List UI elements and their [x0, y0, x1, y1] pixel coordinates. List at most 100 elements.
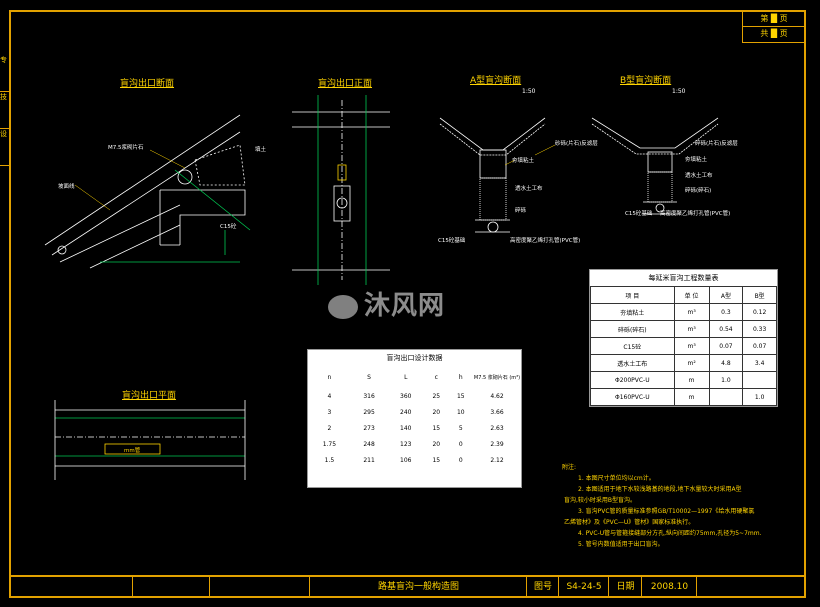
outlet-plan-drawing [54, 400, 246, 480]
cell: m³ [673, 320, 710, 338]
cell: 1.75 [322, 440, 337, 448]
label-b-clay: 夯填粘土 [685, 157, 708, 163]
cell: 碎砾(碎石) [590, 320, 675, 338]
date-value: 2008.10 [641, 577, 697, 598]
qty-header-item: 项 目 [590, 286, 675, 304]
cell: 0.07 [742, 337, 777, 355]
title-block: 路基盲沟一般构造图 图号 S4-24-5 日期 2008.10 [9, 575, 806, 600]
title-outlet-front: 盲沟出口正面 [318, 79, 373, 89]
design-table-title: 盲沟出口设计数据 [386, 354, 443, 362]
cell: 2.63 [490, 424, 504, 432]
label-a-geotex: 透水土工布 [515, 186, 543, 192]
page-total: 共 █ 页 [760, 29, 788, 38]
cell: 295 [363, 408, 375, 416]
left-tab-1: 专 [0, 55, 9, 92]
note-line: 乙烯管材》及《PVC—U》管材》国家标准执行。 [564, 519, 695, 526]
title-outlet-section: 盲沟出口断面 [120, 79, 175, 89]
cell: 240 [400, 408, 412, 416]
notes-title: 附注: [562, 464, 577, 471]
label-a-clay: 夯填粘土 [512, 158, 535, 164]
title-b-section: B型盲沟断面 [620, 76, 672, 86]
a-section-drawing [439, 117, 556, 233]
cell: m² [673, 354, 710, 372]
drawing-no-label: 图号 [526, 577, 559, 598]
left-tab-2: 技 [0, 92, 9, 129]
design-header-s: S [367, 373, 371, 381]
cell: 1.5 [324, 456, 335, 464]
cell: 0.54 [708, 320, 744, 338]
quantity-table-title: 每延米盲沟工程数量表 [648, 274, 719, 282]
cell [708, 388, 744, 406]
design-header-h: h [458, 373, 463, 381]
label-mortar-stone: M7.5浆砌片石 [108, 145, 144, 151]
cell: 2.12 [490, 456, 504, 464]
label-slope: 坡面线 [58, 184, 75, 190]
cell: 0.07 [708, 337, 744, 355]
note-line: 3. 盲沟PVC管的质量标准参照GB/T10002—1997《给水用硬聚氯 [578, 508, 755, 515]
design-header-volume: M7.5 浆砌片石 (m³) [473, 374, 521, 381]
qty-header-unit: 单 位 [673, 286, 710, 304]
cell: 10 [456, 408, 465, 416]
cell: C15砼 [590, 337, 675, 355]
cell: 15 [432, 456, 441, 464]
cell: 3.66 [490, 408, 504, 416]
left-tab-3: 设 [0, 129, 9, 166]
cell: 20 [432, 408, 441, 416]
cell: 360 [400, 392, 412, 400]
cell: 0.33 [742, 320, 777, 338]
cell: 0.3 [708, 303, 744, 321]
cell: 106 [400, 456, 412, 464]
design-header-c: c [434, 373, 438, 381]
note-line: 2. 本图适用于地下水较浅路基的地段,地下水量较大时采用A型 [578, 486, 742, 493]
cell: 0.12 [742, 303, 777, 321]
label-b-pipe: 高密度聚乙烯打孔管(PVC管) [660, 211, 731, 217]
label-a-pipe: 高密度聚乙烯打孔管(PVC管) [510, 238, 581, 244]
cell: 316 [363, 392, 375, 400]
note-line: 5. 管号内数值适用于出口盲沟。 [578, 541, 664, 548]
note-line: 盲沟,较小时采用B型盲沟。 [564, 497, 637, 504]
watermark-text: 沐风网 [364, 291, 446, 321]
cell: 140 [400, 424, 412, 432]
drawing-frame [9, 10, 806, 598]
cell: 248 [363, 440, 375, 448]
title-outlet-plan: 盲沟出口平面 [122, 391, 177, 401]
note-line: 4. PVC-U管与管箍接缝部分方孔,纵向间距约75mm,孔径为5~7mm. [578, 530, 762, 537]
page-number-box: 第 █ 页 共 █ 页 [742, 12, 805, 43]
cell: 211 [363, 456, 375, 464]
cell: 1.0 [742, 388, 777, 406]
design-header-n: n [327, 373, 332, 381]
label-a-c15: C15砼基础 [438, 238, 466, 244]
label-b-gravel: 碎砾(碎石) [685, 188, 712, 194]
b-section-scale: 1:50 [672, 88, 686, 95]
label-a-gravel: 碎砾 [515, 208, 527, 214]
cell: 0 [458, 440, 463, 448]
outlet-front-drawing [292, 95, 390, 285]
cell: 夯填粘土 [590, 303, 675, 321]
cell: 15 [456, 392, 465, 400]
qty-header-a: A型 [708, 286, 744, 304]
cell: 4.62 [490, 392, 504, 400]
cell: 1.0 [708, 371, 744, 389]
title-a-section: A型盲沟断面 [470, 76, 522, 86]
watermark-logo-icon [328, 294, 358, 319]
label-b-c15: C15砼基础 [625, 211, 653, 217]
drawing-title: 路基盲沟一般构造图 [309, 577, 527, 598]
qty-header-b: B型 [742, 286, 777, 304]
note-line: 1. 本图尺寸单位均以cm计。 [578, 475, 655, 482]
label-c15: C15砼 [220, 224, 237, 230]
cell: 2 [327, 424, 332, 432]
b-section-drawing [591, 117, 719, 215]
cell: 123 [400, 440, 412, 448]
cell: Φ200PVC-U [590, 371, 675, 389]
cell [742, 371, 777, 389]
label-b-geotex: 透水土工布 [685, 173, 713, 179]
